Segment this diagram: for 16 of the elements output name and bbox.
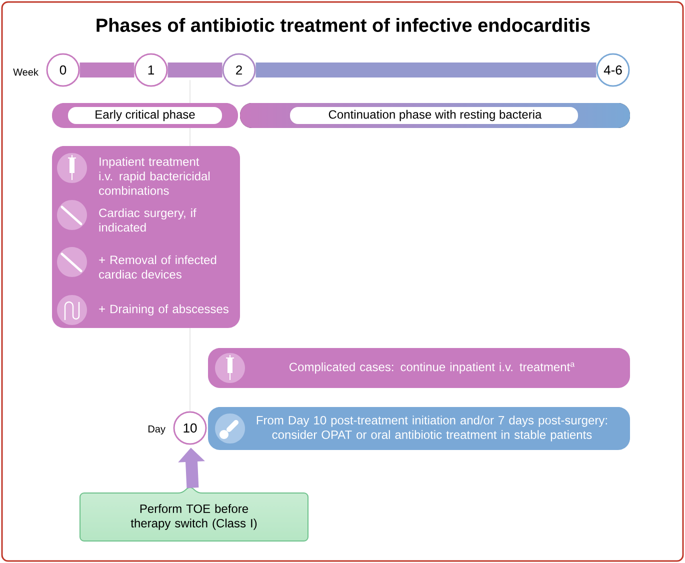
note-box: Perform TOE before therapy switch (Class I) bbox=[80, 487, 308, 542]
item-text: + Removal of infected cardiac devices bbox=[99, 255, 216, 279]
item-text: + Draining of abscesses bbox=[99, 304, 228, 316]
timeline-bar bbox=[256, 62, 596, 78]
timeline-bar bbox=[168, 62, 222, 78]
inpatient-box: Complicated cases: continue inpatient i.v. treatment$^{a}$ bbox=[208, 348, 630, 388]
outpatient-box: From Day 10 post-treatment initiation and/or 7 days post-surgery: consider OPAT or oral antibiotic treatment in stable patients bbox=[208, 407, 630, 450]
axis-label: Day bbox=[148, 426, 166, 434]
title: Phases of antibiotic treatment of infective endocarditis bbox=[96, 18, 590, 32]
timeline-bar bbox=[80, 62, 134, 78]
phase-band: Continuation phase with resting bacteria bbox=[240, 103, 630, 128]
axis-label: Week bbox=[13, 68, 38, 76]
treatment-panel bbox=[52, 146, 240, 328]
item-text: Cardiac surgery, if indicated bbox=[99, 208, 196, 232]
phase-band: Early critical phase bbox=[52, 103, 238, 128]
item-text: Inpatient treatment i.v. rapid bactericidal combinations bbox=[99, 157, 210, 195]
